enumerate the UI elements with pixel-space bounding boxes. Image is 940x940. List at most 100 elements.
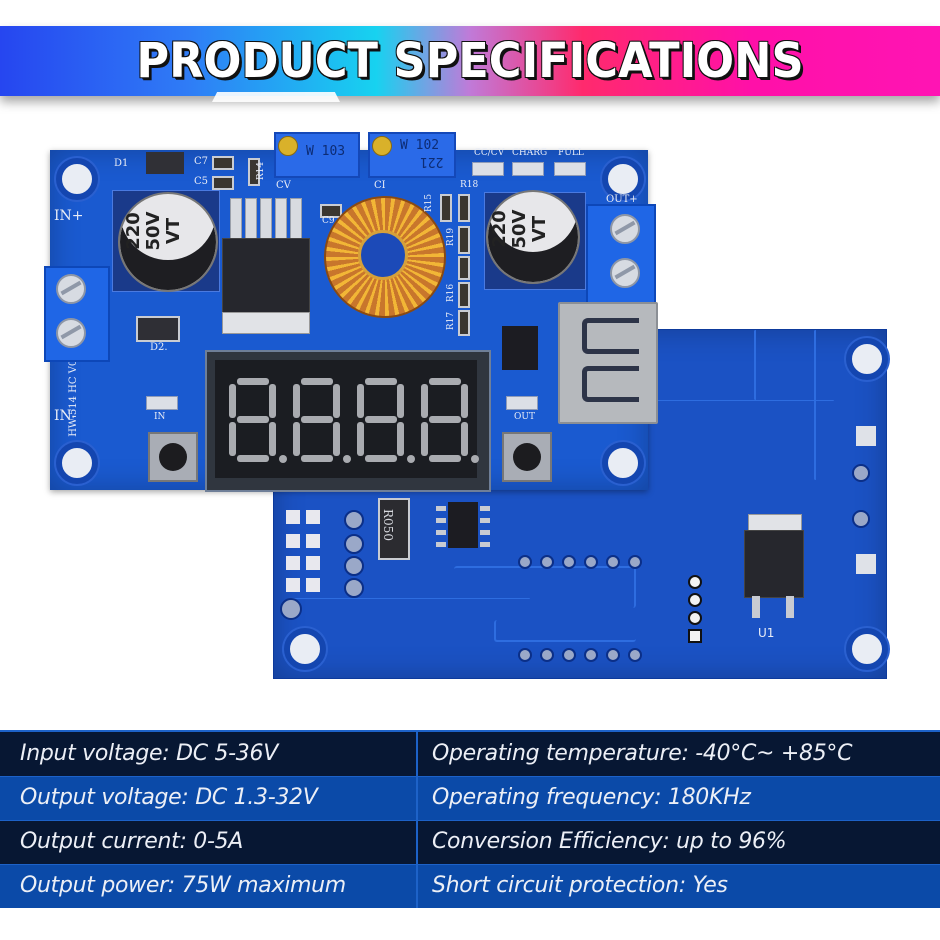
display-face (215, 360, 479, 478)
spec-row: Input voltage: DC 5-36V Operating temper… (0, 732, 940, 776)
via (562, 555, 576, 569)
screw-icon[interactable] (610, 214, 640, 244)
mounting-hole (602, 442, 644, 484)
ic-pin (480, 542, 490, 547)
spec-output-voltage: Output voltage: DC 1.3-32V (20, 785, 318, 810)
silk-in-plus: IN+ (54, 208, 84, 224)
ic-chip (448, 502, 478, 548)
cap-label: 50V (143, 211, 164, 251)
silk-r16: R16 (446, 283, 457, 303)
display-digit (293, 378, 351, 463)
display-toggle-button-right[interactable] (502, 432, 552, 482)
via (344, 534, 364, 554)
silk-full: FULL (558, 148, 584, 158)
via (606, 555, 620, 569)
ic-pin (436, 518, 446, 523)
via (518, 648, 532, 662)
mounting-hole (846, 628, 888, 670)
via (628, 648, 642, 662)
via (540, 648, 554, 662)
usb-output-port[interactable] (558, 302, 658, 424)
via (562, 648, 576, 662)
pad (286, 534, 300, 548)
header-pin (688, 593, 702, 607)
silk-d1: D1 (114, 158, 129, 169)
silk-c7: C7 (194, 156, 209, 167)
silk-d2: D2. (150, 342, 168, 353)
trace (494, 620, 636, 642)
capacitor-c5 (212, 176, 234, 190)
ic-pin (436, 542, 446, 547)
led-full (554, 162, 586, 176)
pad (856, 426, 876, 446)
pad (286, 556, 300, 570)
trace (574, 400, 834, 402)
spec-operating-frequency: Operating frequency: 180KHz (432, 785, 751, 810)
led-charg (512, 162, 544, 176)
screw-icon[interactable] (56, 318, 86, 348)
pad (286, 510, 300, 524)
ic-pin (480, 530, 490, 535)
pad (306, 556, 320, 570)
via (584, 555, 598, 569)
screw-icon[interactable] (610, 258, 640, 288)
silk-ci: CI (374, 180, 386, 191)
cap-label: 220 (489, 210, 510, 248)
ic-pin (480, 518, 490, 523)
spec-output-power: Output power: 75W maximum (20, 873, 346, 898)
pot-adjust-screw[interactable] (278, 136, 298, 156)
led-in (146, 396, 178, 410)
resistor-r19 (458, 226, 470, 254)
silk-r14: R14 (256, 161, 267, 181)
via (518, 555, 532, 569)
led-out (506, 396, 538, 410)
resistor-r15 (440, 194, 452, 222)
via (852, 464, 870, 482)
cap-label: VT (163, 217, 184, 245)
pot-adjust-screw[interactable] (372, 136, 392, 156)
cap-label: 220 (123, 212, 144, 250)
row-divider (0, 864, 940, 865)
shunt-resistor (378, 498, 410, 560)
seven-segment-display (205, 350, 491, 492)
u1-pin (752, 596, 760, 618)
led-cc-cv (472, 162, 504, 176)
silk-r17: R17 (446, 311, 457, 331)
via (852, 510, 870, 528)
pad (286, 578, 300, 592)
via (584, 648, 598, 662)
pot-ci-sublabel: 221 (420, 154, 444, 169)
via (540, 555, 554, 569)
mounting-hole (56, 158, 98, 200)
via (344, 510, 364, 530)
capacitor-c7 (212, 156, 234, 170)
silk-r15: R15 (424, 193, 435, 213)
header-pin (688, 629, 702, 643)
spec-row: Output voltage: DC 1.3-32V Operating fre… (0, 776, 940, 820)
pad (306, 534, 320, 548)
diode-d1 (146, 152, 184, 174)
spec-operating-temperature: Operating temperature: -40°C~ +85°C (432, 741, 853, 766)
silk-charg: CHARG (512, 148, 548, 158)
row-divider (0, 776, 940, 777)
inductor-core (358, 230, 408, 280)
silk-in-minus: IN- (54, 408, 77, 424)
cap-label: VT (529, 215, 550, 243)
ic-pin (480, 506, 490, 511)
screw-icon[interactable] (56, 274, 86, 304)
silk-led-in: IN (154, 412, 166, 422)
silk-out-plus: OUT+ (606, 194, 638, 205)
electrolytic-capacitor-output (486, 190, 580, 284)
ic-pin (436, 506, 446, 511)
display-toggle-button-left[interactable] (148, 432, 198, 482)
trace (754, 330, 757, 400)
pad (306, 578, 320, 592)
row-divider (0, 820, 940, 821)
silk-c9: C9 (322, 216, 335, 226)
banner-notch (212, 92, 340, 102)
title-banner (0, 26, 940, 96)
capacitor-c9 (320, 204, 342, 218)
resistor-r18 (458, 194, 470, 222)
via (628, 555, 642, 569)
control-ic (502, 326, 538, 370)
